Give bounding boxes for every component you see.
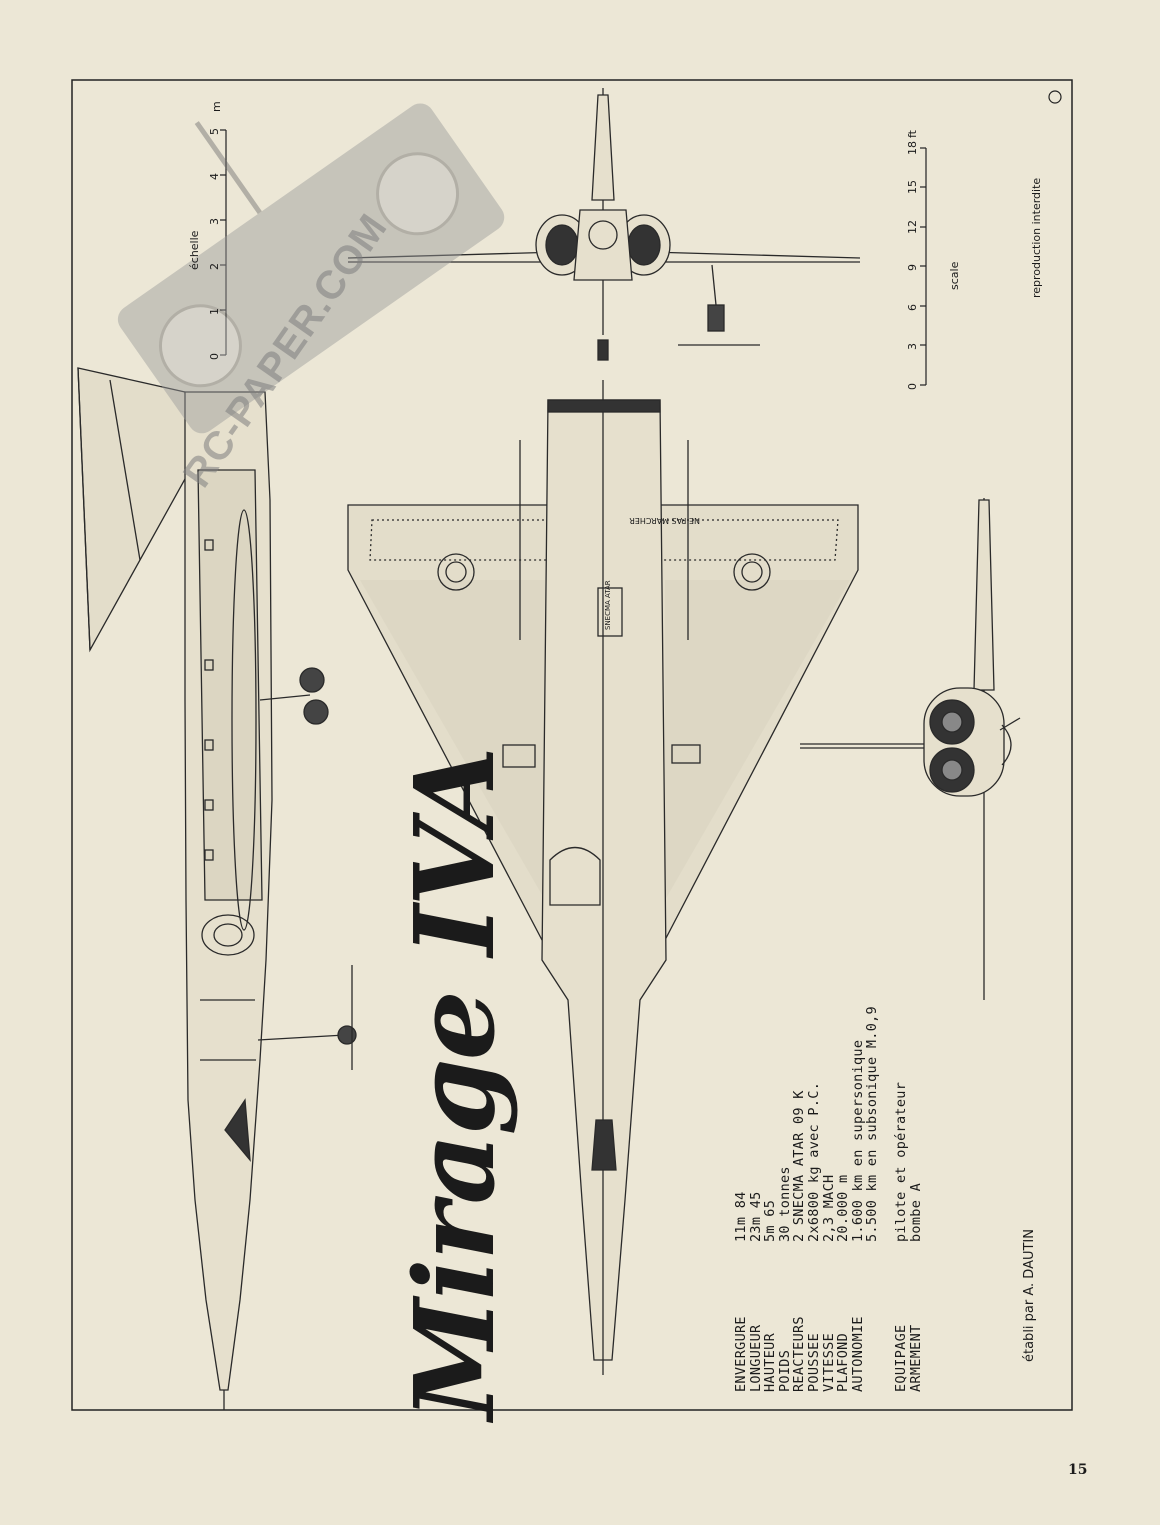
front-view-drawing (347, 88, 861, 361)
scale-ft-tick-5: 15 (906, 180, 919, 194)
scale-bar-metres (220, 129, 227, 356)
scale-ft-unit: ft (906, 130, 919, 138)
rear-view-drawing (800, 498, 1021, 1000)
scale-m-label: échelle (188, 230, 201, 270)
credit-line: établi par A. DAUTIN (1022, 1229, 1037, 1362)
aircraft-title: Mirage IVA (390, 748, 519, 1420)
watermark-stamp (117, 103, 505, 434)
scale-bar-feet (920, 147, 927, 386)
scale-m-tick-3: 3 (208, 218, 221, 225)
scale-ft-label: scale (948, 261, 961, 290)
scale-m-tick-2: 2 (208, 263, 221, 270)
scale-m-tick-4: 4 (208, 173, 221, 180)
scale-ft-tick-4: 12 (906, 220, 919, 234)
scale-ft-tick-1: 3 (906, 343, 919, 350)
wing-marking-ne-pas-marcher: NE PAS MARCHER (629, 516, 700, 525)
registration-circle (1048, 90, 1062, 104)
fuselage-marking-snecma-atar: SNECMA ATAR (604, 580, 612, 630)
scale-ft-tick-0: 0 (906, 383, 919, 390)
page-number: 15 (1068, 1462, 1088, 1478)
scale-m-unit: m (210, 101, 223, 112)
plan-view-drawing (347, 380, 859, 1375)
scale-ft-tick-6: 18 (906, 141, 919, 155)
scale-ft-tick-2: 6 (906, 304, 919, 311)
drawing-frame (71, 79, 1073, 1411)
spec-row-autonomie-2: 5.500 km en subsonique M.0,9 (864, 1006, 881, 1242)
scale-ft-tick-3: 9 (906, 264, 919, 271)
scale-m-tick-1: 1 (208, 308, 221, 315)
reproduction-notice: reproduction interdite (1030, 177, 1043, 298)
scale-m-tick-0: 0 (208, 353, 221, 360)
scale-m-tick-5: 5 (208, 128, 221, 135)
side-view-drawing (77, 367, 357, 1410)
